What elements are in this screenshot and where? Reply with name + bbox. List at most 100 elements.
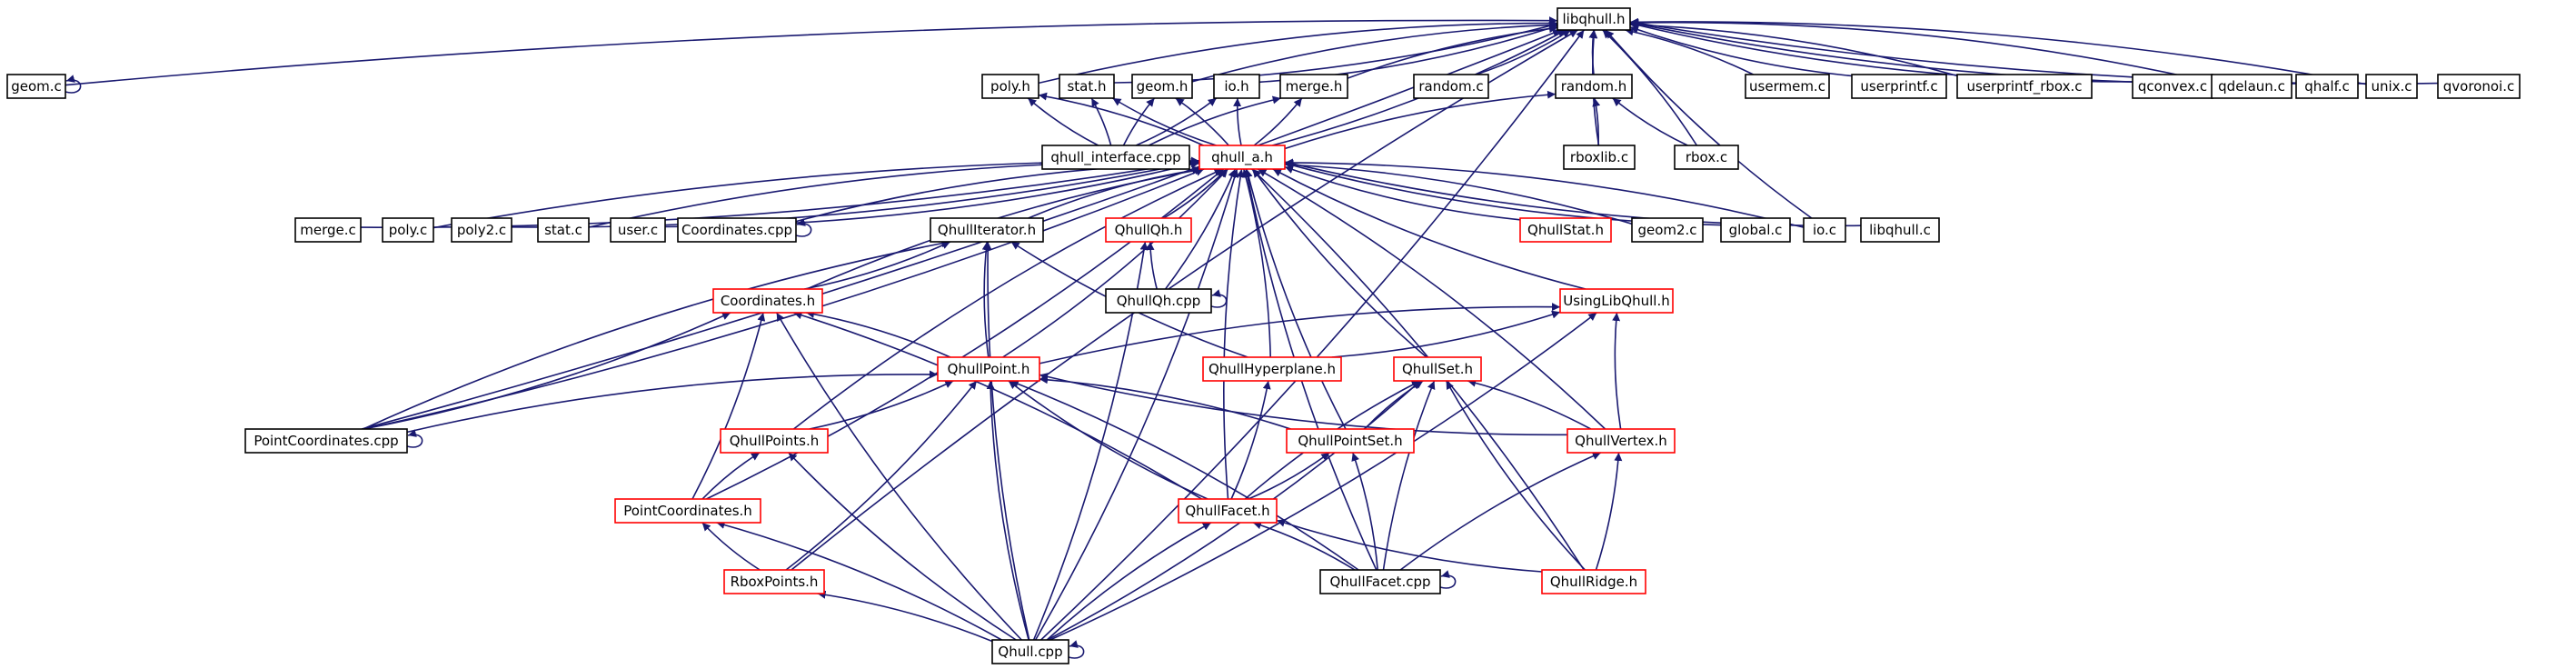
node-box[interactable]	[1559, 288, 1674, 314]
node-box[interactable]	[244, 428, 408, 454]
node-box[interactable]	[2365, 74, 2418, 99]
node-libqhull-c[interactable]: libqhull.c	[1860, 217, 1940, 243]
node-box[interactable]	[1851, 74, 1947, 99]
node-box[interactable]	[1720, 217, 1791, 243]
node-qhullpoint-h[interactable]: QhullPoint.h	[937, 356, 1040, 382]
node-poly2-c[interactable]: poly2.c	[451, 217, 512, 243]
node-box[interactable]	[6, 74, 66, 99]
node-io-h[interactable]: io.h	[1213, 74, 1260, 99]
node-box[interactable]	[1519, 217, 1612, 243]
node-box[interactable]	[1566, 428, 1676, 454]
node-box[interactable]	[1202, 356, 1342, 382]
node-box[interactable]	[1674, 145, 1739, 170]
node-box[interactable]	[2295, 74, 2359, 99]
node-qhullqh-h[interactable]: QhullQh.h	[1105, 217, 1192, 243]
node-random-h[interactable]: random.h	[1555, 74, 1633, 99]
node-geom-c[interactable]: geom.c	[6, 74, 66, 99]
node-qhullfacet-h[interactable]: QhullFacet.h	[1178, 498, 1278, 524]
node-box[interactable]	[2132, 74, 2213, 99]
node-box[interactable]	[1557, 7, 1631, 31]
node-box[interactable]	[720, 428, 829, 454]
node-libqhull-h[interactable]: libqhull.h	[1557, 7, 1631, 31]
node-box[interactable]	[1198, 145, 1286, 170]
node-poly-h[interactable]: poly.h	[981, 74, 1039, 99]
node-qconvex-c[interactable]: qconvex.c	[2132, 74, 2213, 99]
node-box[interactable]	[614, 498, 761, 524]
node-box[interactable]	[1178, 498, 1278, 524]
node-box[interactable]	[991, 639, 1069, 664]
node-box[interactable]	[294, 217, 362, 243]
node-stat-c[interactable]: stat.c	[537, 217, 590, 243]
node-qvoronoi-c[interactable]: qvoronoi.c	[2437, 74, 2521, 99]
node-userprintf-rbox-c[interactable]: userprintf_rbox.c	[1956, 74, 2093, 99]
node-qhullpoints-h[interactable]: QhullPoints.h	[720, 428, 829, 454]
node-qhull-interface-cpp[interactable]: qhull_interface.cpp	[1041, 145, 1190, 170]
node-coordinates-h[interactable]: Coordinates.h	[712, 288, 823, 314]
node-box[interactable]	[981, 74, 1039, 99]
node-box[interactable]	[1563, 145, 1636, 170]
node-box[interactable]	[1745, 74, 1830, 99]
node-qhulliterator-h[interactable]: QhullIterator.h	[930, 217, 1044, 243]
node-box[interactable]	[1541, 569, 1646, 594]
node-usinglibqhull-h[interactable]: UsingLibQhull.h	[1559, 288, 1674, 314]
node-box[interactable]	[1860, 217, 1940, 243]
node-box[interactable]	[930, 217, 1044, 243]
node-box[interactable]	[1131, 74, 1193, 99]
node-geom2-c[interactable]: geom2.c	[1631, 217, 1704, 243]
node-qhullqh-cpp[interactable]: QhullQh.cpp	[1105, 288, 1212, 314]
node-box[interactable]	[1059, 74, 1115, 99]
node-stat-h[interactable]: stat.h	[1059, 74, 1115, 99]
node-box[interactable]	[1803, 217, 1846, 243]
node-unix-c[interactable]: unix.c	[2365, 74, 2418, 99]
node-box[interactable]	[1393, 356, 1482, 382]
node-qhullset-h[interactable]: QhullSet.h	[1393, 356, 1482, 382]
node-rboxpoints-h[interactable]: RboxPoints.h	[723, 569, 825, 594]
node-box[interactable]	[712, 288, 823, 314]
node-pointcoordinates-cpp[interactable]: PointCoordinates.cpp	[244, 428, 408, 454]
node-qhullridge-h[interactable]: QhullRidge.h	[1541, 569, 1646, 594]
node-poly-c[interactable]: poly.c	[382, 217, 434, 243]
node-box[interactable]	[537, 217, 590, 243]
node-box[interactable]	[1631, 217, 1704, 243]
node-qhullpointset-h[interactable]: QhullPointSet.h	[1286, 428, 1415, 454]
node-random-c[interactable]: random.c	[1413, 74, 1489, 99]
node-user-c[interactable]: user.c	[610, 217, 666, 243]
node-box[interactable]	[1956, 74, 2093, 99]
node-box[interactable]	[1286, 428, 1415, 454]
node-qhullhyperplane-h[interactable]: QhullHyperplane.h	[1202, 356, 1342, 382]
node-box[interactable]	[1105, 217, 1192, 243]
node-box[interactable]	[1555, 74, 1633, 99]
node-box[interactable]	[1041, 145, 1190, 170]
node-box[interactable]	[610, 217, 666, 243]
node-box[interactable]	[1279, 74, 1348, 99]
node-qhullvertex-h[interactable]: QhullVertex.h	[1566, 428, 1676, 454]
node-coordinates-cpp[interactable]: Coordinates.cpp	[677, 217, 797, 243]
node-qdelaun-c[interactable]: qdelaun.c	[2211, 74, 2293, 99]
node-qhullfacet-cpp[interactable]: QhullFacet.cpp	[1319, 569, 1441, 594]
node-box[interactable]	[1105, 288, 1212, 314]
node-qhull-a-h[interactable]: qhull_a.h	[1198, 145, 1286, 170]
node-box[interactable]	[382, 217, 434, 243]
node-rbox-c[interactable]: rbox.c	[1674, 145, 1739, 170]
node-qhalf-c[interactable]: qhalf.c	[2295, 74, 2359, 99]
node-userprintf-c[interactable]: userprintf.c	[1851, 74, 1947, 99]
node-global-c[interactable]: global.c	[1720, 217, 1791, 243]
node-io-c[interactable]: io.c	[1803, 217, 1846, 243]
node-box[interactable]	[677, 217, 797, 243]
node-merge-c[interactable]: merge.c	[294, 217, 362, 243]
node-qhullstat-h[interactable]: QhullStat.h	[1519, 217, 1612, 243]
node-box[interactable]	[1213, 74, 1260, 99]
node-geom-h[interactable]: geom.h	[1131, 74, 1193, 99]
node-box[interactable]	[1319, 569, 1441, 594]
node-box[interactable]	[937, 356, 1040, 382]
node-qhull-cpp[interactable]: Qhull.cpp	[991, 639, 1069, 664]
node-rboxlib-c[interactable]: rboxlib.c	[1563, 145, 1636, 170]
node-box[interactable]	[723, 569, 825, 594]
node-usermem-c[interactable]: usermem.c	[1745, 74, 1830, 99]
node-box[interactable]	[2437, 74, 2521, 99]
node-box[interactable]	[2211, 74, 2293, 99]
node-merge-h[interactable]: merge.h	[1279, 74, 1348, 99]
node-box[interactable]	[451, 217, 512, 243]
node-box[interactable]	[1413, 74, 1489, 99]
node-pointcoordinates-h[interactable]: PointCoordinates.h	[614, 498, 761, 524]
